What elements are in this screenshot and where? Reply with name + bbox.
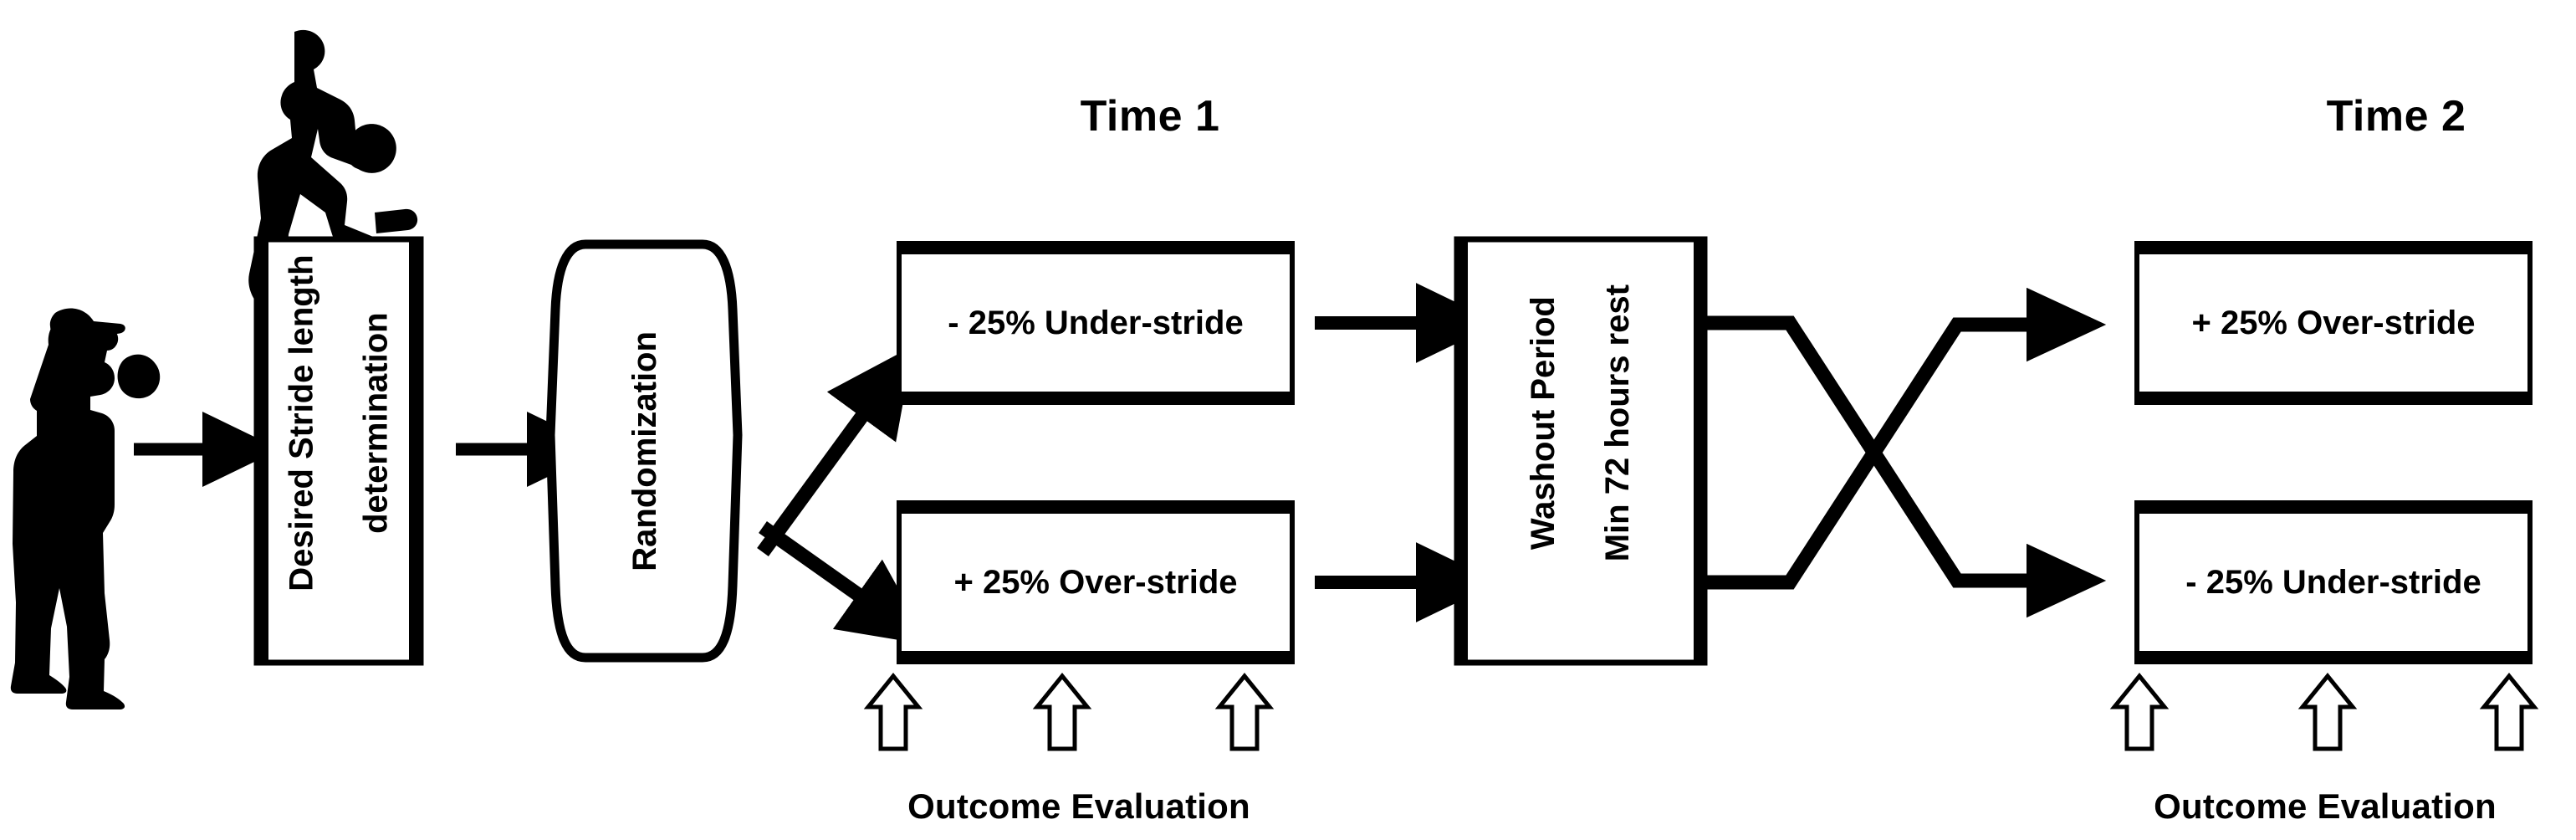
time2-top-label: + 25% Over-stride (2191, 304, 2476, 341)
time2-top-label-wrap: + 25% Over-stride (2137, 243, 2530, 402)
outcome-arrow-time1-1 (863, 673, 923, 751)
time1-top-box[interactable] (897, 241, 1295, 405)
time1-bottom-label: + 25% Over-stride (953, 563, 1238, 601)
randomization-label-wrap: Randomization (552, 244, 738, 658)
randomization-label: Randomization (626, 330, 663, 571)
outcome-evaluation-label-time2: Outcome Evaluation (2154, 786, 2497, 826)
washout-label-wrap: Washout Period Min 72 hours rest (1457, 239, 1705, 663)
outcome-arrow-time1-2 (1032, 673, 1092, 751)
time2-top-box[interactable] (2134, 241, 2533, 405)
time2-bottom-label-wrap: - 25% Under-stride (2137, 503, 2530, 662)
outcome-arrow-time2-1 (2109, 673, 2170, 751)
time1-top-label: - 25% Under-stride (948, 304, 1244, 341)
time2-bottom-label: - 25% Under-stride (2185, 563, 2481, 601)
arrow-randomization-to-time1-bottom (759, 521, 930, 646)
crossover-connector-bottom-to-top (1706, 287, 2107, 590)
time1-header: Time 1 (1080, 92, 1220, 141)
outcome-arrow-time2-3 (2479, 673, 2539, 751)
outcome-evaluation-label-time1: Outcome Evaluation (907, 786, 1250, 826)
arrow-randomization-to-time1-top (757, 346, 914, 557)
stride-determination-label: Desired Stride length determination (245, 254, 432, 647)
randomization-shape[interactable] (545, 239, 743, 663)
washout-line1: Washout Period (1524, 296, 1561, 551)
time1-top-label-wrap: - 25% Under-stride (899, 243, 1292, 402)
stride-determination-line2: determination (357, 312, 395, 534)
washout-label: Washout Period Min 72 hours rest (1487, 284, 1674, 617)
stride-determination-label-wrap: Desired Stride length determination (257, 239, 421, 663)
washout-period-box[interactable] (1454, 236, 1708, 666)
washout-line2: Min 72 hours rest (1599, 284, 1637, 562)
outcome-arrow-time1-3 (1214, 673, 1275, 751)
time1-bottom-box[interactable] (897, 500, 1295, 664)
pitcher-set-position-silhouette (10, 308, 161, 709)
stride-determination-line1: Desired Stride length (282, 254, 319, 592)
pitcher-leg-lift-silhouette (248, 29, 423, 370)
time2-bottom-box[interactable] (2134, 500, 2533, 664)
outcome-arrow-time2-2 (2297, 673, 2358, 751)
time1-bottom-label-wrap: + 25% Over-stride (899, 503, 1292, 662)
time2-header: Time 2 (2326, 92, 2466, 141)
stride-determination-box[interactable] (253, 236, 424, 666)
